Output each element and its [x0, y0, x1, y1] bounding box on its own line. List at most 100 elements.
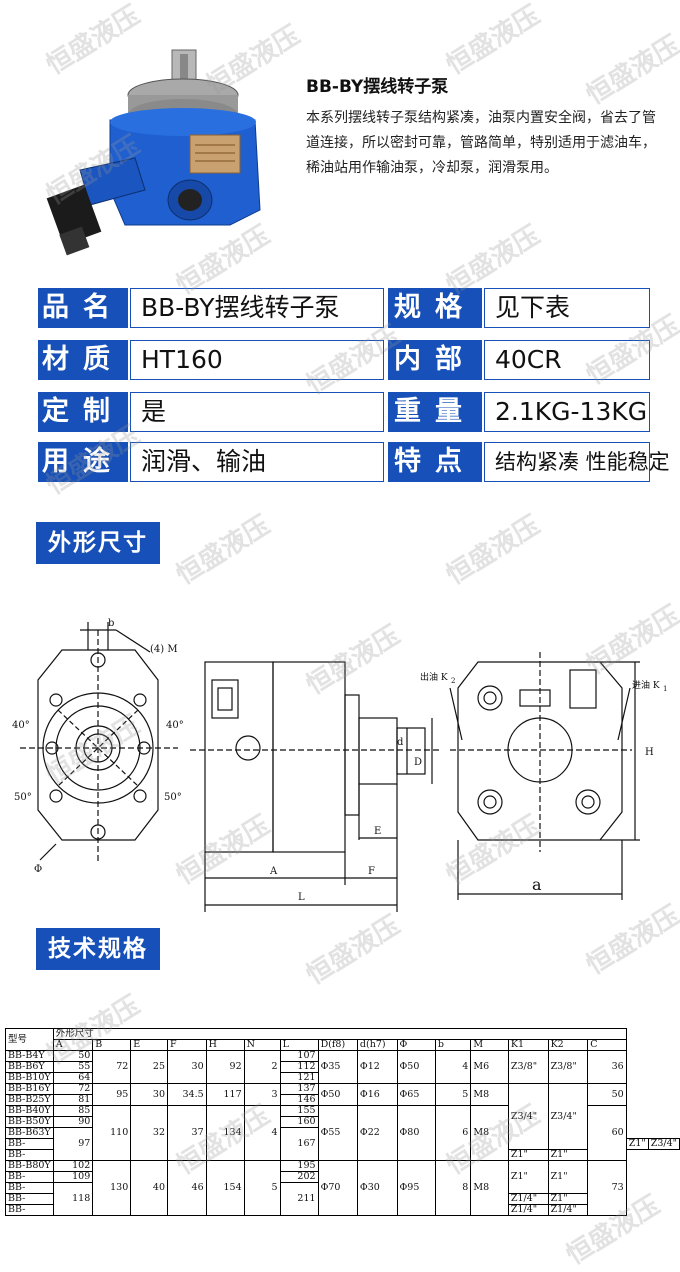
table-row: BB- 118 211 — [5, 1182, 680, 1216]
spec-key: 定制 — [38, 392, 128, 432]
cell-K1: Z1" — [507, 1160, 549, 1194]
watermark: 恒盛液压 — [171, 510, 276, 591]
col-header: b — [434, 1039, 472, 1051]
product-description: 本系列摆线转子泵结构紧凑，油泵内置安全阀，省去了管道连接，所以密封可靠，管路简单… — [306, 110, 656, 176]
cell-K1: Z1/4" — [507, 1204, 549, 1216]
model-cell: BB-B63Y — [5, 1127, 54, 1139]
label-b: b — [108, 618, 114, 629]
cell-L: 167 — [279, 1127, 319, 1161]
label-angle-50-left: 50° — [14, 792, 32, 803]
cell-L: 121 — [279, 1072, 319, 1084]
dimension-drawing: b (4) M 40° 40° 50° 50° Φ d D E A F L — [12, 618, 667, 912]
model-cell: BB- — [5, 1149, 54, 1161]
cell-A: 102 — [52, 1160, 94, 1172]
rear-view — [449, 652, 640, 900]
table-row: BB- Z1/4" Z1/4" — [5, 1204, 680, 1216]
spec-row: 定制 是 重量 2.1KG-13KG — [38, 392, 650, 432]
cell-F: 34.5 — [167, 1083, 207, 1106]
cell-L: 211 — [279, 1182, 319, 1216]
model-cell: BB-B6Y — [5, 1061, 54, 1073]
cell-M: M6 — [470, 1050, 509, 1084]
cell-K1: Z1" — [507, 1149, 549, 1161]
model-cell: BB- — [5, 1204, 54, 1216]
label-inlet: 进油 K — [632, 679, 660, 691]
model-header: 型号 — [5, 1028, 54, 1051]
product-photo — [46, 49, 261, 256]
col-header: d(h7) — [356, 1039, 398, 1051]
cell-M: M8 — [470, 1160, 509, 1216]
cell-K1: Z3/4" — [507, 1083, 549, 1150]
watermark: 恒盛液压 — [441, 0, 546, 81]
cell-A: 90 — [52, 1116, 94, 1128]
label-angle-40-right: 40° — [166, 720, 184, 731]
model-cell: BB- — [5, 1182, 54, 1194]
spec-key: 品名 — [38, 288, 128, 328]
cell-H: 117 — [205, 1083, 245, 1106]
label-d: d — [397, 737, 404, 748]
cell-K2: Z3/4" — [647, 1138, 680, 1150]
cell-K2: Z1" — [547, 1149, 589, 1161]
spec-value: 是 — [130, 392, 384, 432]
cell-N: 3 — [243, 1083, 281, 1106]
cell-E: 25 — [130, 1050, 168, 1084]
cell-B: 110 — [92, 1105, 132, 1161]
label-E: E — [374, 826, 381, 837]
cell-E: 40 — [130, 1160, 168, 1216]
cell-N: 2 — [243, 1050, 281, 1084]
table-row: BB- Z1/4" Z1" — [5, 1193, 680, 1205]
spec-key: 用途 — [38, 442, 128, 482]
model-cell: BB-B16Y — [5, 1083, 54, 1095]
col-header: H — [205, 1039, 245, 1051]
spec-key: 内部 — [388, 340, 482, 380]
label-D: D — [414, 757, 422, 768]
cell-B: 95 — [92, 1083, 132, 1106]
model-cell: BB-B25Y — [5, 1094, 54, 1106]
front-view — [20, 622, 178, 862]
label-inlet-sub: 1 — [663, 685, 667, 693]
label-phi: Φ — [34, 864, 42, 875]
cell-D: Φ35 — [317, 1050, 358, 1084]
cell-C: 73 — [587, 1160, 627, 1216]
cell-E: 32 — [130, 1105, 168, 1161]
product-title: BB-BY摆线转子泵 — [306, 77, 449, 97]
cell-phi: Φ80 — [396, 1105, 436, 1161]
label-outlet-sub: 2 — [451, 677, 455, 685]
table-row: BB-B25Y 81 146 — [5, 1094, 680, 1106]
label-outlet: 出油 K — [420, 671, 448, 683]
model-cell: BB-B4Y — [5, 1050, 54, 1062]
spec-value: 2.1KG-13KG — [484, 392, 650, 432]
cell-b: 8 — [434, 1160, 472, 1216]
model-cell: BB- — [5, 1193, 54, 1205]
label-4m: (4) M — [150, 644, 178, 655]
cell-b: 5 — [434, 1083, 472, 1106]
cell-C: 50 — [587, 1083, 627, 1106]
group-header: 外形尺寸 — [52, 1028, 627, 1040]
model-cell: BB-B40Y — [5, 1105, 54, 1117]
cell-F: 30 — [167, 1050, 207, 1084]
model-cell: BB- — [5, 1171, 54, 1183]
label-angle-40-left: 40° — [12, 720, 30, 731]
table-row: BB-B63Y 97 167 — [5, 1127, 680, 1161]
cell-phi: Φ95 — [396, 1160, 436, 1216]
cell-A: 64 — [52, 1072, 94, 1084]
cell-K2: Z1" — [547, 1160, 589, 1194]
col-header: M — [470, 1039, 509, 1051]
cell-F: 46 — [167, 1160, 207, 1216]
spec-value: HT160 — [130, 340, 384, 380]
cell-N: 5 — [243, 1160, 281, 1216]
model-cell: BB- — [5, 1138, 54, 1150]
spec-value: 结构紧凑 性能稳定 — [484, 442, 670, 482]
spec-value: 40CR — [484, 340, 650, 380]
cell-C: 36 — [587, 1050, 627, 1084]
col-header: N — [243, 1039, 281, 1051]
spec-value: BB-BY摆线转子泵 — [130, 288, 384, 328]
cell-N: 4 — [243, 1105, 281, 1161]
table-row: BB- Z1" Z3/4" — [5, 1138, 680, 1150]
cell-M: M8 — [470, 1083, 509, 1106]
section-heading-dimensions: 外形尺寸 — [36, 522, 160, 564]
spec-key: 材质 — [38, 340, 128, 380]
cell-M: M8 — [470, 1105, 509, 1161]
cell-A: 85 — [52, 1105, 94, 1117]
cell-L: 112 — [279, 1061, 319, 1073]
cell-K2: Z3/8" — [547, 1050, 589, 1084]
